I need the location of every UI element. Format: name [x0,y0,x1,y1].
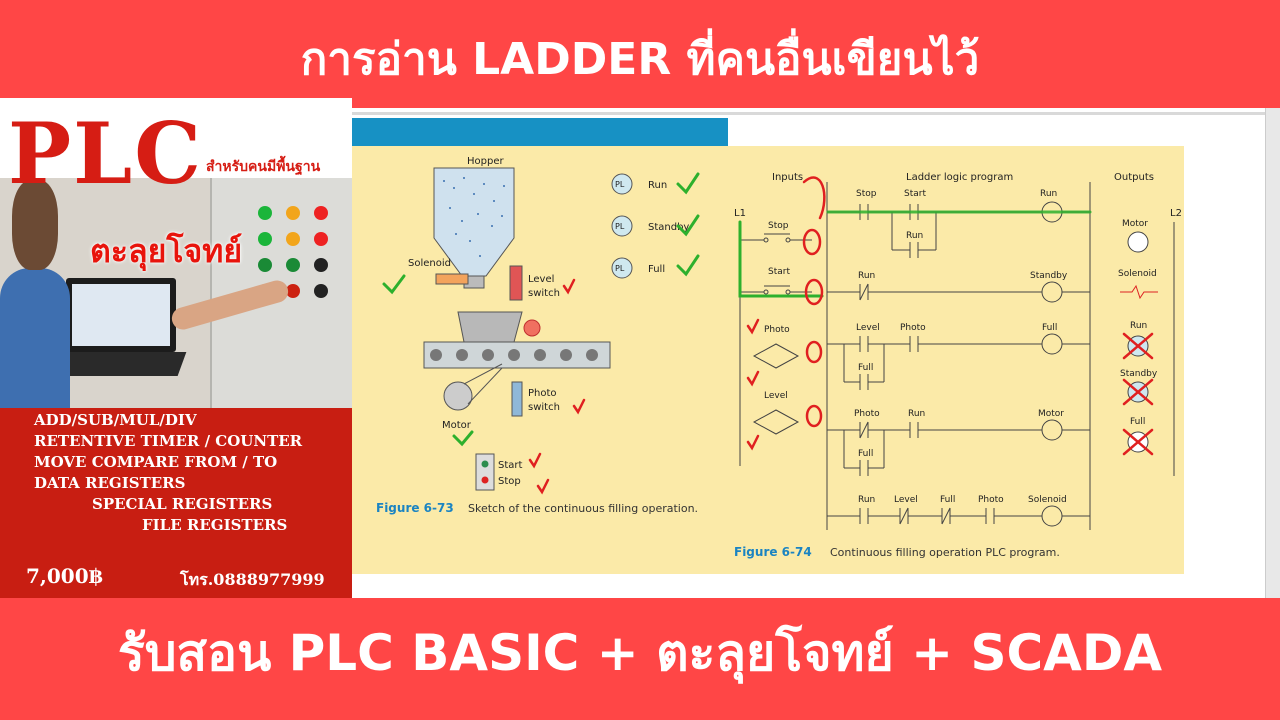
contact-start: Start [904,189,926,199]
label-lamp-run: Run [648,180,667,191]
ladder-l2: L2 [1170,208,1182,219]
topic-item: DATA REGISTERS [34,474,186,492]
topic-item: MOVE COMPARE FROM / TO [34,453,278,471]
hopper-sketch [433,167,515,289]
lamp-run: PL [611,173,633,195]
coil-motor: Motor [1038,409,1064,419]
input-start-pushbutton [740,285,812,295]
person-silhouette [0,268,70,408]
contact-run-4: Run [908,409,925,419]
label-level-switch: switch [528,288,560,299]
coil-run: Run [1040,189,1057,199]
photo-switch-sensor [511,381,523,417]
contact-run-nc: Run [858,271,875,281]
annotation-red-marks [528,176,1154,495]
rung-4 [827,419,1090,476]
label-motor: Motor [442,420,472,431]
svg-text:PL: PL [615,180,625,189]
bottom-banner-title: รับสอน PLC BASIC + ตะลุยโจทย์ + SCADA [0,598,1280,720]
label-hopper: Hopper [467,156,504,167]
lamp-full: PL [611,257,633,279]
label-lamp-standby: Standby [648,222,689,233]
label-photo-switch: switch [528,402,560,413]
contact-full-4: Full [858,449,873,459]
fig73-caption-number: Figure 6-73 [376,501,454,515]
start-stop-station [475,453,495,491]
topic-item: RETENTIVE TIMER / COUNTER [34,432,303,450]
output-label-full: Full [1130,417,1145,427]
topic-item: FILE REGISTERS [142,516,288,534]
promo-tagline: สำหรับคนมีพื้นฐาน [206,159,321,175]
input-photo-switch [752,343,800,369]
contact-full-5: Full [940,495,955,505]
rung-2 [827,281,1090,303]
rung-5 [827,505,1090,527]
svg-text:PL: PL [615,264,625,273]
label-stop-button: Stop [498,476,521,487]
label-start-button: Start [498,460,523,471]
ladder-label-outputs: Outputs [1114,172,1154,183]
filling-box [457,311,541,343]
toolbar-divider [352,112,1266,115]
textbook-figure: Hopper Solenoid Level switch M [352,146,1226,574]
promo-photo: PLC สำหรับคนมีพื้นฐาน ตะลุยโจทย์ [0,98,352,408]
rung-1 [827,201,1090,258]
input-label-level: Level [764,391,788,401]
solenoid-valve [435,273,469,285]
promo-phone: โทร.0888977999 [180,570,325,589]
coil-full: Full [1042,323,1057,333]
input-label-start: Start [768,267,790,277]
promo-topic-list: ADD/SUB/MUL/DIV RETENTIVE TIMER / COUNTE… [34,410,344,536]
promo-price: 7,000฿ [26,564,103,588]
rung-3 [827,333,1090,390]
promo-logo: PLC [8,104,204,203]
output-motor [1127,231,1149,253]
coil-standby: Standby [1030,271,1068,281]
output-label-run: Run [1130,321,1147,331]
motor-drawing [443,363,503,411]
level-switch-sensor [509,265,523,301]
output-solenoid [1120,284,1158,300]
contact-photo-nc: Photo [854,409,880,419]
output-label-standby: Standby [1120,369,1158,379]
topic-item: ADD/SUB/MUL/DIV [34,411,197,429]
contact-run-5: Run [858,495,875,505]
laptop [57,278,187,388]
contact-photo: Photo [900,323,926,333]
figure-drawing: Hopper Solenoid Level switch M [376,156,1226,559]
fig74-caption: Continuous filling operation PLC program… [830,546,1060,559]
contact-level-5: Level [894,495,918,505]
page-header-bar [352,118,728,146]
contact-photo-5: Photo [978,495,1004,505]
top-banner-title: การอ่าน LADDER ที่คนอื่นเขียนไว้ [0,0,1280,108]
lamp-standby: PL [611,215,633,237]
input-label-stop: Stop [768,221,789,231]
ladder-label-program: Ladder logic program [906,172,1013,183]
promo-card: PLC สำหรับคนมีพื้นฐาน ตะลุยโจทย์ ADD/SUB… [0,98,352,600]
contact-level: Level [856,323,880,333]
ladder-label-inputs: Inputs [772,172,803,183]
contact-full-seal: Full [858,363,873,373]
label-photo: Photo [528,388,557,399]
fig73-caption: Sketch of the continuous filling operati… [468,502,698,515]
svg-text:PL: PL [615,222,625,231]
fig74-caption-number: Figure 6-74 [734,545,812,559]
input-stop-pushbutton [740,233,812,243]
vertical-scrollbar[interactable] [1265,108,1280,598]
contact-stop: Stop [856,189,877,199]
input-level-switch [752,409,800,435]
output-label-solenoid: Solenoid [1118,269,1157,279]
label-level: Level [528,274,554,285]
output-label-motor: Motor [1122,219,1148,229]
conveyor-belt [423,341,611,369]
label-solenoid: Solenoid [408,258,451,269]
coil-solenoid: Solenoid [1028,495,1067,505]
contact-run-seal: Run [906,231,923,241]
document-viewer: Hopper Solenoid Level switch M [352,108,1280,598]
promo-subtitle: ตะลุยโจทย์ [90,232,243,270]
label-lamp-full: Full [648,264,665,275]
input-label-photo: Photo [764,325,790,335]
ladder-l1: L1 [734,208,746,219]
topic-item: SPECIAL REGISTERS [92,495,273,513]
